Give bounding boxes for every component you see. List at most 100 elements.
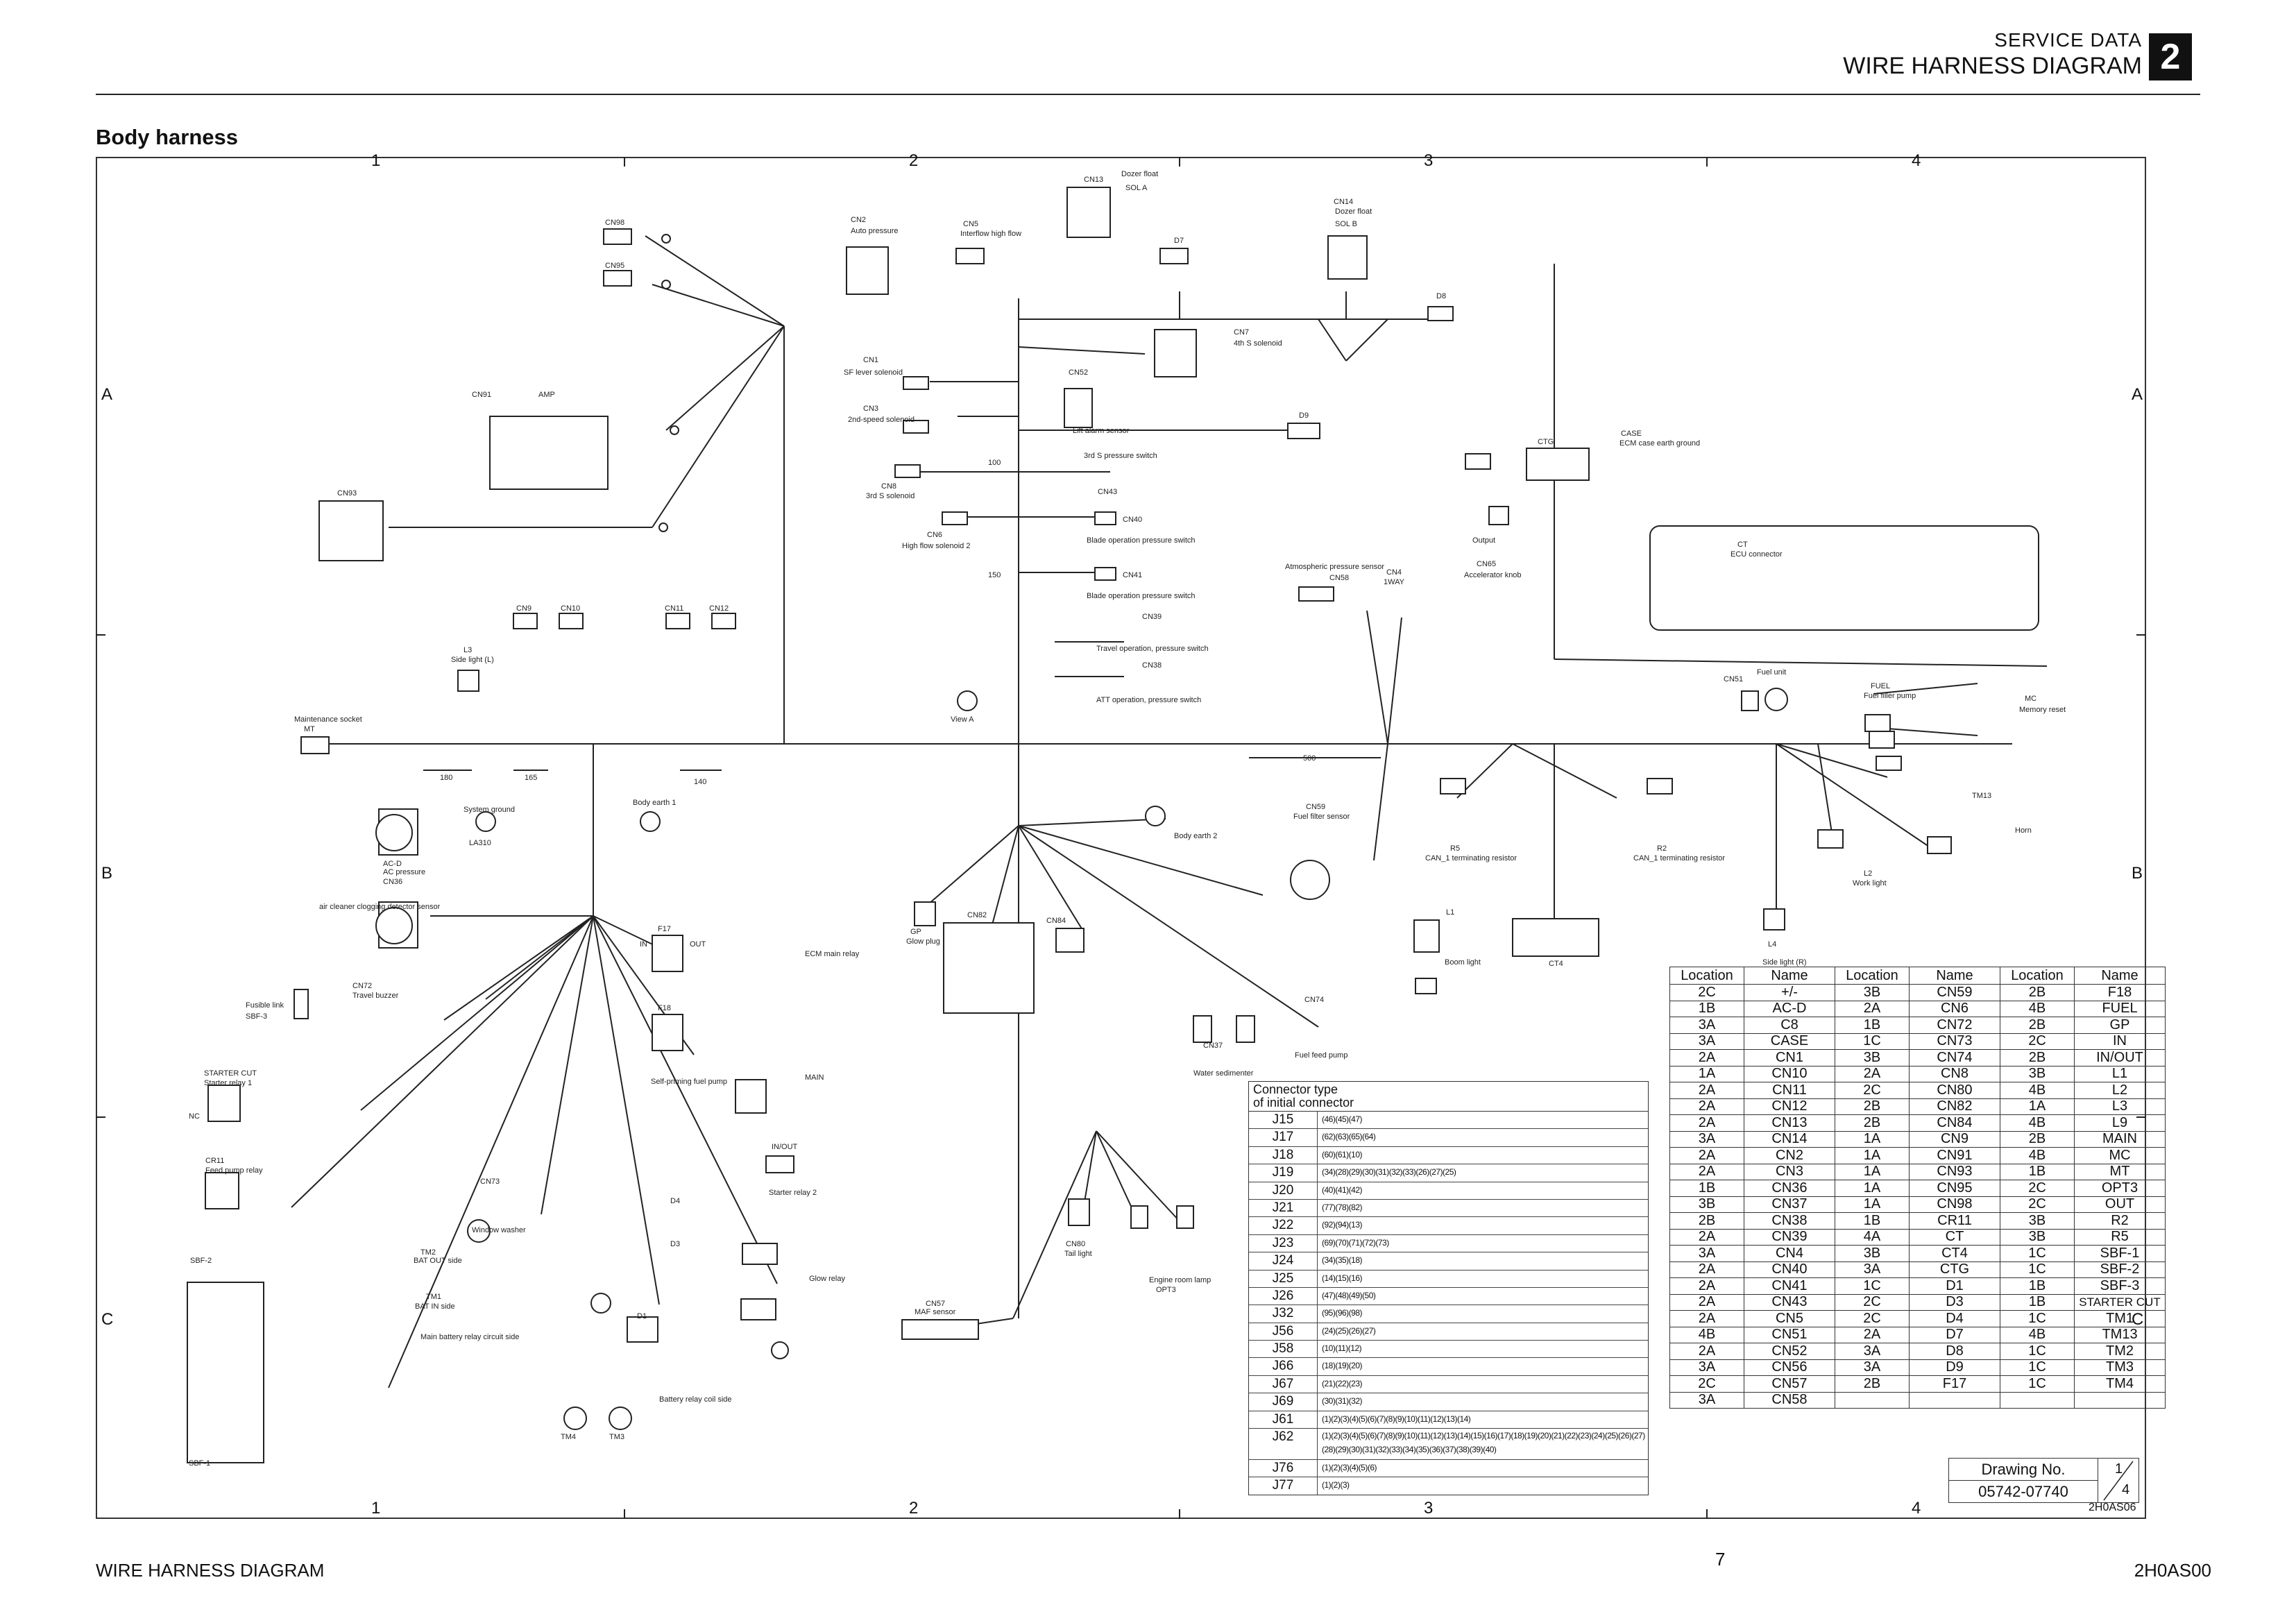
diagram-label: Memory reset: [2019, 706, 2066, 714]
diagram-label: CN13: [1084, 176, 1103, 184]
zone-col-1-top: 1: [371, 151, 381, 170]
zone-col-2-bottom: 2: [909, 1499, 919, 1518]
diagram-label: Blade operation pressure switch: [1087, 592, 1196, 600]
diagram-label: 500: [1303, 754, 1316, 763]
location-cell: 1B: [1669, 1000, 1744, 1017]
diagram-label: 100: [988, 459, 1001, 467]
connector-name: J22: [1249, 1217, 1318, 1234]
diagram-label: Battery relay coil side: [659, 1395, 732, 1404]
diagram-label: SOL B: [1335, 220, 1357, 228]
diagram-label: Fuel filter sensor: [1293, 813, 1350, 821]
diagram-label: Fusible link: [246, 1001, 284, 1010]
location-cell: 2A: [1835, 1326, 1910, 1343]
footer-code: 2H0AS00: [2134, 1560, 2211, 1581]
connector-row: J26(47)(48)(49)(50): [1249, 1287, 1648, 1306]
diagram-label: MAIN: [805, 1073, 824, 1082]
connector-pins: (40)(41)(42): [1322, 1184, 1363, 1195]
connector-pins: (46)(45)(47): [1322, 1114, 1363, 1124]
diagram-label: High flow solenoid 2: [902, 542, 970, 550]
diagram-label: Fuel unit: [1757, 668, 1786, 677]
name-cell: TM2: [2074, 1343, 2166, 1360]
header-name: Name: [1744, 967, 1835, 985]
connector-name: J69: [1249, 1393, 1318, 1411]
diagram-label: CN7: [1234, 328, 1249, 337]
name-cell: D1: [1909, 1277, 2000, 1295]
location-cell: 2A: [1835, 1065, 1910, 1082]
name-cell: CN80: [1909, 1082, 2000, 1099]
diagram-label: View A: [951, 715, 974, 724]
name-cell: CN58: [1744, 1391, 1835, 1409]
diagram-label: Fuel filler pump: [1864, 692, 1916, 700]
diagram-label: Lift alarm sensor: [1073, 427, 1130, 435]
diagram-label: Travel buzzer: [352, 992, 399, 1000]
location-cell: 3A: [1669, 1017, 1744, 1034]
connector-pins: (92)(94)(13): [1322, 1220, 1363, 1230]
diagram-label: Body earth 2: [1174, 832, 1217, 840]
diagram-label: SBF-3: [246, 1012, 267, 1021]
diagram-label: NC: [189, 1112, 200, 1121]
location-cell: 3A: [1669, 1359, 1744, 1376]
location-cell: 3A: [1669, 1033, 1744, 1050]
name-cell: CN2: [1744, 1147, 1835, 1164]
diagram-label: D7: [1174, 237, 1184, 245]
diagram-label: D3: [670, 1240, 680, 1248]
connector-row: J24(34)(35)(18): [1249, 1252, 1648, 1271]
diagram-label: Dozer float: [1335, 207, 1372, 216]
diagram-label: BAT IN side: [415, 1302, 455, 1311]
diagram-label: System ground: [464, 806, 515, 814]
diagram-label: CAN_1 terminating resistor: [1425, 854, 1517, 863]
connector-pins: (24)(25)(26)(27): [1322, 1325, 1376, 1336]
diagram-label: CN65: [1477, 560, 1496, 568]
connector-name: J21: [1249, 1199, 1318, 1217]
location-cell: [1835, 1391, 1910, 1409]
diagram-label: CN39: [1142, 613, 1162, 621]
header-name: Name: [2074, 967, 2166, 985]
connector-name: J58: [1249, 1341, 1318, 1358]
name-cell: D4: [1909, 1310, 2000, 1327]
diagram-label: 2nd-speed solenoid: [848, 416, 915, 424]
name-cell: AC-D: [1744, 1000, 1835, 1017]
zone-col-3-bottom: 3: [1424, 1499, 1434, 1518]
connector-name: J76: [1249, 1460, 1318, 1477]
location-cell: 3B: [1835, 1049, 1910, 1067]
diagram-label: CN12: [709, 604, 729, 613]
location-cell: 3A: [1835, 1359, 1910, 1376]
diagram-label: 1WAY: [1384, 578, 1405, 586]
name-cell: CN98: [1909, 1196, 2000, 1213]
diagram-label: CN82: [967, 911, 987, 919]
name-cell: CN3: [1744, 1163, 1835, 1180]
diagram-label: CN74: [1304, 996, 1324, 1004]
location-cell: 2B: [2000, 1049, 2075, 1067]
diagram-label: CN5: [963, 220, 978, 228]
sheet-number: 1: [2115, 1461, 2123, 1477]
name-cell: CN52: [1744, 1343, 1835, 1360]
diagram-label: Side light (L): [451, 656, 494, 664]
diagram-label: CT: [1737, 541, 1748, 549]
name-cell: R2: [2074, 1212, 2166, 1230]
diagram-label: Engine room lamp: [1149, 1276, 1211, 1284]
diagram-label: Boom light: [1445, 958, 1481, 967]
name-cell: CT: [1909, 1228, 2000, 1246]
location-cell: 2B: [1669, 1212, 1744, 1230]
location-cell: 3B: [2000, 1065, 2075, 1082]
diagram-label: L3: [464, 646, 472, 654]
connector-row: J69(30)(31)(32): [1249, 1393, 1648, 1411]
diagram-label: F17: [658, 925, 671, 933]
location-cell: 1C: [2000, 1343, 2075, 1360]
name-cell: SBF-1: [2074, 1245, 2166, 1262]
diagram-label: SF lever solenoid: [844, 368, 903, 377]
location-cell: 4A: [1835, 1228, 1910, 1246]
diagram-label: Water sedimenter: [1193, 1069, 1254, 1078]
diagram-label: AMP: [538, 391, 555, 399]
diagram-label: 3rd S pressure switch: [1084, 452, 1157, 460]
name-cell: CN11: [1744, 1082, 1835, 1099]
location-cell: 1C: [2000, 1261, 2075, 1278]
name-cell: OPT3: [2074, 1180, 2166, 1197]
